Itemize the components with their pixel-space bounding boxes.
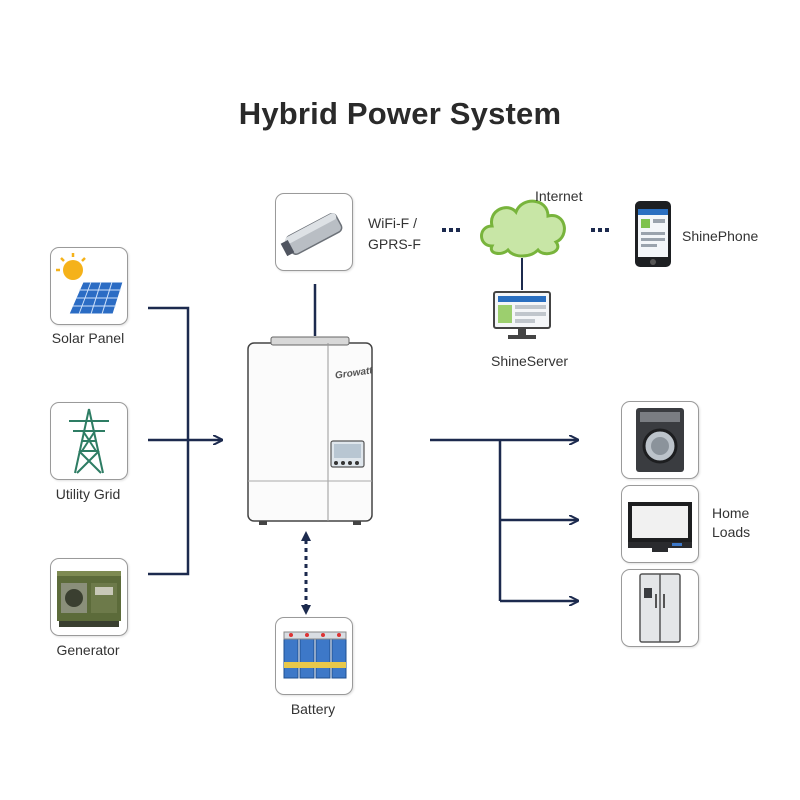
battery-label: Battery (290, 701, 336, 717)
tv-box (621, 485, 699, 563)
solar-panel-icon (56, 253, 124, 315)
phone-dots (591, 228, 609, 232)
fridge-box (621, 569, 699, 647)
dongle-label-line2: GPRS-F (368, 236, 421, 252)
battery-box (275, 617, 353, 695)
battery-bank-icon (283, 631, 347, 679)
refrigerator-icon (639, 573, 681, 643)
home-loads-label-line2: Loads (712, 524, 751, 540)
washing-machine-icon (636, 408, 684, 472)
utility-grid-box (50, 402, 128, 480)
diagram-title: Hybrid Power System (238, 96, 562, 131)
home-loads-label-line1: Home (712, 505, 750, 521)
transmission-tower-icon (69, 408, 109, 474)
internet-cloud-icon (480, 199, 566, 258)
server-monitor-icon (493, 291, 551, 339)
generator-icon (57, 571, 121, 627)
hybrid-inverter-icon (247, 336, 373, 525)
utility-grid-label: Utility Grid (55, 486, 121, 502)
smartphone-icon (635, 201, 671, 267)
wifi-dots (442, 228, 460, 232)
dongle-box (275, 193, 353, 271)
wifi-dongle-icon (280, 213, 343, 257)
dongle-label-line1: WiFi-F / (368, 215, 417, 231)
server-label: ShineServer (491, 353, 569, 369)
television-icon (628, 502, 692, 552)
washer-box (621, 401, 699, 479)
internet-label: Internet (535, 188, 583, 204)
solar-panel-label: Solar Panel (51, 330, 125, 346)
generator-box (50, 558, 128, 636)
solar-panel-box (50, 247, 128, 325)
phone-label: ShinePhone (682, 228, 759, 244)
generator-label: Generator (56, 642, 120, 658)
